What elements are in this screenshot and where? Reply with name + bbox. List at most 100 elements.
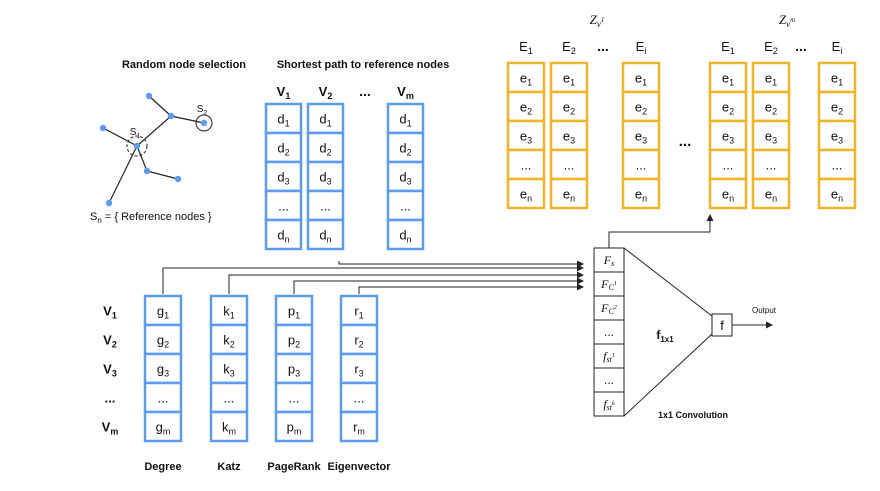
feature-subsub: k — [612, 401, 615, 407]
feature-main: ... — [604, 373, 614, 387]
conv-label: f1x1 — [656, 328, 674, 344]
embedding-column-cell-text: en — [765, 187, 777, 204]
graph-node-s1-ring — [126, 135, 148, 157]
feature-sub: C — [609, 283, 615, 292]
embedding-column-cell-text-sub: 2 — [570, 107, 575, 117]
sp-column-cell-text-main: ... — [320, 199, 331, 214]
embedding-column-cell-text: e2 — [765, 100, 777, 117]
embedding-column-cell-text-main: e — [635, 187, 642, 202]
centrality-column-cell-text-main: ... — [289, 391, 300, 406]
embedding-column-cell-text: en — [635, 187, 647, 204]
feature-sub: st — [607, 403, 613, 412]
embedding-column-cell-text-sub: 1 — [729, 78, 734, 88]
embedding-column-cell-text: e1 — [563, 71, 575, 88]
feature-sub: C — [609, 307, 615, 316]
feature-sub: st — [607, 355, 613, 364]
centrality-row-label: Vm — [102, 420, 119, 437]
embedding-column-header-main: E — [832, 39, 841, 54]
feature-main: f — [603, 349, 608, 363]
arrow-pagerank — [293, 277, 584, 294]
embedding-column-cell — [549, 148, 589, 181]
embedding-column-cell-text-main: e — [722, 129, 729, 144]
graph-node — [200, 119, 208, 127]
centrality-row-label: V2 — [103, 333, 117, 350]
embedding-column-cell-text-sub: 3 — [772, 136, 777, 146]
graph-edge — [108, 145, 138, 204]
embedding-column-header-main: E — [764, 39, 773, 54]
embedding-column-cell — [506, 148, 546, 181]
embedding-column-cell-text: e2 — [520, 100, 532, 117]
centrality-column-name: Degree — [144, 461, 181, 473]
output-label: Output — [752, 306, 777, 315]
graph-label-s2-sub: 2 — [203, 110, 207, 117]
feature-cell-text: ... — [604, 325, 614, 339]
embedding-column-cell-text-main: e — [520, 71, 527, 86]
conv-caption: 1x1 Convolution — [658, 410, 728, 420]
embedding-column-header-main: E — [721, 39, 730, 54]
centrality-column-cell-text-main: p — [288, 333, 295, 348]
feature-main: f — [603, 397, 608, 411]
embedding-column-cell — [621, 61, 661, 94]
sp-column-cell-text-main: ... — [400, 199, 411, 214]
feature-cell — [593, 271, 625, 297]
embedding-column-cell — [708, 177, 748, 210]
feature-cell — [593, 295, 625, 321]
graph-node — [145, 92, 153, 100]
sp-column-cell-text: d1 — [319, 112, 331, 129]
embedding-column-cell-text: e1 — [722, 71, 734, 88]
embedding-column-cell-text-main: e — [765, 71, 772, 86]
arrow-degree — [162, 264, 584, 294]
centrality-row-label-sub: 1 — [112, 311, 117, 321]
centrality-column-cell-text: p2 — [288, 333, 300, 350]
centrality-column-cell-text-main: g — [157, 333, 164, 348]
sp-column-header-sub: 1 — [285, 91, 290, 101]
embedding-column-cell-text: ... — [832, 158, 843, 173]
centrality-row-label-main: V — [103, 362, 112, 377]
centrality-row-label-main: ... — [105, 391, 116, 406]
embedding-column-cell-text-sub: 2 — [772, 107, 777, 117]
sp-column-cell-text-sub: 2 — [407, 148, 412, 158]
centrality-column-cell-text: k1 — [223, 304, 235, 321]
centrality-row-label-main: V — [103, 333, 112, 348]
embedding-column-cell-text: en — [831, 187, 843, 204]
sp-column-cell-text-main: d — [277, 112, 284, 127]
graph-label-s1-sub: 1 — [136, 133, 140, 140]
embedding-column-cell-text: e2 — [722, 100, 734, 117]
embedding-column-cell-text-main: e — [520, 187, 527, 202]
centrality-column-cell-text-sub: m — [357, 427, 365, 437]
graph-node-s2-ring — [195, 114, 213, 132]
feature-main: F — [600, 277, 609, 291]
sp-column-cell — [386, 131, 425, 164]
embedding-column-cell-text-sub: n — [772, 194, 777, 204]
embedding-column-header-sub: 1 — [730, 46, 735, 56]
centrality-column-cell-text-main: r — [353, 420, 358, 435]
embedding-column-cell-text-main: ... — [723, 158, 734, 173]
feature-cell-text: fstk — [603, 397, 615, 412]
sp-column-cell-text-main: d — [399, 170, 406, 185]
embedding-group-label-subsub: 1 — [601, 16, 605, 24]
embedding-column-cell-text-main: e — [520, 129, 527, 144]
centrality-row-label-sub: 2 — [112, 340, 117, 350]
centrality-column-cell-text-main: k — [223, 304, 230, 319]
sp-column-cell-text: d2 — [277, 141, 289, 158]
embedding-column-cell-text-main: ... — [636, 158, 647, 173]
embedding-column-cell-text-sub: n — [527, 194, 532, 204]
centrality-column-cell — [209, 323, 249, 356]
embedding-column-cell-text-main: ... — [766, 158, 777, 173]
centrality-panel: V1V2V3...Vmg1g2g3...gmDegreek1k2k3...kmK… — [102, 294, 392, 473]
centrality-column-name: Eigenvector — [328, 461, 392, 473]
embedding-column-cell-text: e1 — [635, 71, 647, 88]
graph-node — [167, 112, 175, 120]
embedding-column-header-sub: 2 — [571, 46, 576, 56]
sp-column-cell-text-main: ... — [278, 199, 289, 214]
centrality-column-cell-text-main: ... — [224, 391, 235, 406]
sp-column-cell-text-main: d — [319, 170, 326, 185]
embedding-column-cell-text-sub: n — [642, 194, 647, 204]
graph-node — [105, 199, 113, 207]
embedding-column-cell-text: en — [520, 187, 532, 204]
feature-cell — [593, 343, 625, 369]
centrality-column-cell-text: p1 — [288, 304, 300, 321]
centrality-column-cell-text-sub: 1 — [359, 311, 364, 321]
arrow-shortest-path — [338, 260, 584, 268]
centrality-row-label-main: V — [103, 304, 112, 319]
